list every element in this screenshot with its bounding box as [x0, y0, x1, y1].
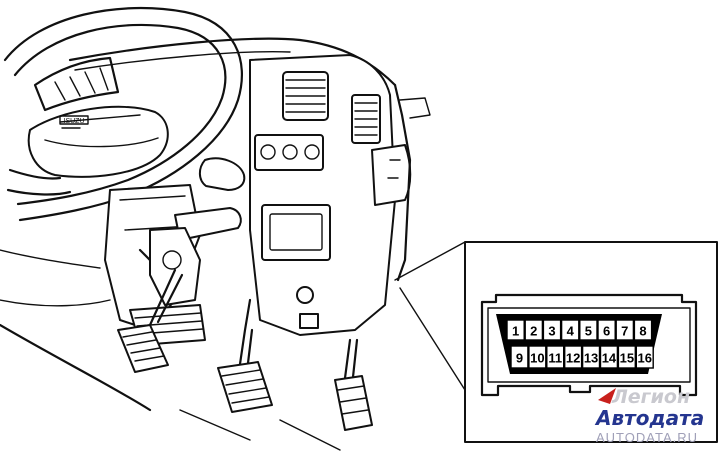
pin-number: 3: [548, 324, 555, 339]
pin-box: [579, 319, 598, 341]
pin-number: 4: [567, 324, 575, 339]
pin-box: [635, 345, 654, 369]
pin-number: 1: [512, 324, 519, 339]
pin-box: [597, 319, 616, 341]
logo-url: AUTODATA.RU: [596, 430, 698, 445]
pin-box: [510, 345, 529, 369]
pin-number: 7: [621, 324, 628, 339]
pin-box: [528, 345, 547, 369]
watermark-logo: Легион Автодата AUTODATA.RU: [594, 386, 704, 445]
pin-box: [542, 319, 562, 341]
pin-number: 12: [566, 351, 580, 366]
pin-number: 10: [530, 351, 544, 366]
pin-box: [617, 345, 637, 369]
pin-box: [599, 345, 619, 369]
pin-box: [633, 319, 653, 341]
logo-line1: Легион: [611, 386, 690, 408]
pin-box: [581, 345, 601, 369]
pin-number: 15: [620, 351, 634, 366]
pin-number: 5: [585, 324, 592, 339]
pin-box: [506, 319, 525, 341]
pin-box: [564, 345, 583, 369]
pin-number: 6: [603, 324, 610, 339]
pin-number: 11: [548, 351, 562, 366]
pin-number: 16: [638, 351, 652, 366]
pin-number: 8: [639, 324, 646, 339]
pin-number: 2: [530, 324, 537, 339]
logo-line2: Автодата: [594, 406, 704, 430]
pin-box: [560, 319, 580, 341]
pin-box: [615, 319, 635, 341]
pin-number: 13: [584, 351, 598, 366]
pin-box: [524, 319, 544, 341]
logo-red-mark: [598, 388, 616, 404]
leader-lines: [394, 241, 466, 391]
dashboard-illustration: ISUZU: [0, 6, 431, 451]
pin-number: 9: [516, 351, 523, 366]
pin-number: 14: [602, 351, 617, 366]
pin-box: [546, 345, 565, 369]
svg-text:ISUZU: ISUZU: [64, 118, 85, 125]
